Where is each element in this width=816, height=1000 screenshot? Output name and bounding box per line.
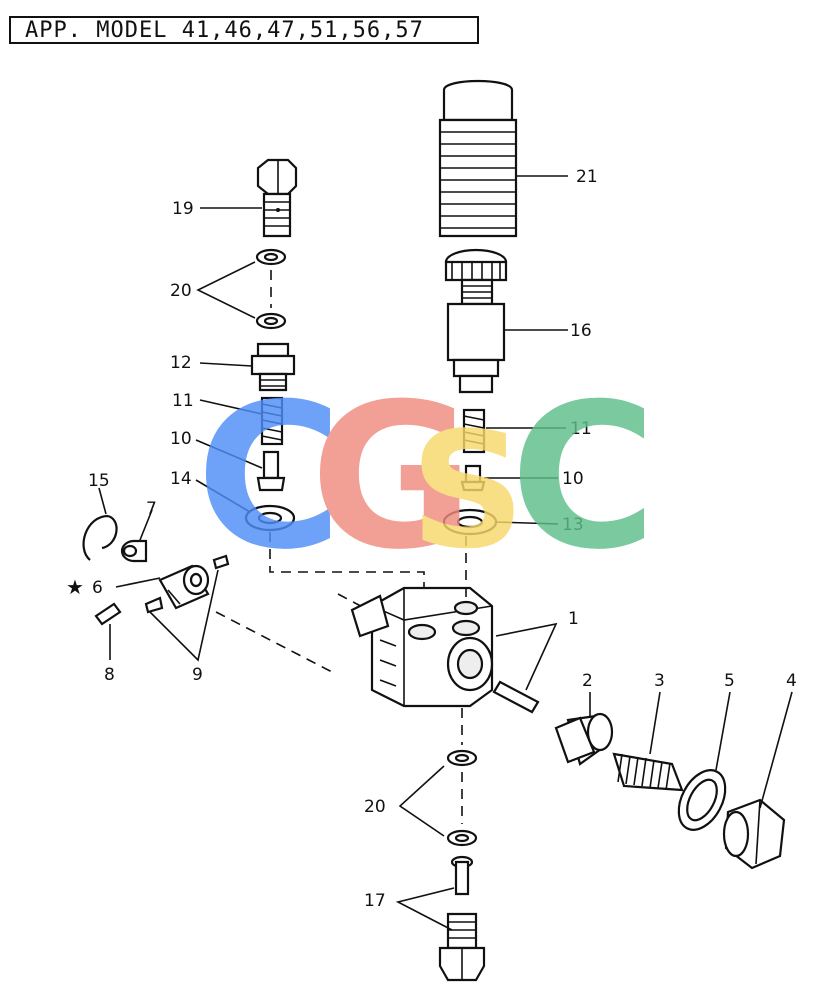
callout-21: 21	[576, 167, 598, 187]
callout-19: 19	[172, 199, 194, 219]
watermark-letter-g: G	[310, 361, 474, 594]
part-2-sleeve	[554, 712, 614, 766]
part-1-pin	[492, 680, 540, 714]
part-11-spring-left	[260, 396, 284, 446]
part-8-pin	[94, 602, 122, 626]
watermark-letter-c2: C	[510, 361, 657, 594]
star-mark: ★	[66, 575, 84, 599]
callout-14: 14	[170, 469, 192, 489]
part-15-circlip	[82, 514, 118, 561]
part-9-pin-a	[144, 596, 164, 614]
part-17-bleed-screw	[450, 855, 474, 896]
callout-20-upper: 20	[170, 281, 192, 301]
part-7-bushing	[120, 539, 148, 563]
part-10-valve-left	[256, 450, 286, 492]
part-6-lever	[158, 564, 210, 610]
part-17-bolt	[438, 912, 486, 982]
callout-12: 12	[170, 353, 192, 373]
callout-7: 7	[146, 499, 157, 519]
callout-6: 6	[92, 578, 103, 598]
app-model-text: APP. MODEL 41,46,47,51,56,57	[25, 18, 424, 43]
watermark: C G S C	[196, 361, 657, 594]
callout-11-left: 11	[172, 391, 194, 411]
callout-1: 1	[568, 609, 579, 629]
part-11-spring-right	[462, 408, 486, 454]
callout-10-right: 10	[562, 469, 584, 489]
callout-10-left: 10	[170, 429, 192, 449]
part-10-valve-right	[460, 464, 486, 492]
callout-8: 8	[104, 665, 115, 685]
watermark-letter-c1: C	[196, 361, 343, 594]
app-model-header: APP. MODEL 41,46,47,51,56,57	[9, 16, 479, 44]
part-19-banjo-bolt	[256, 158, 298, 238]
callout-16: 16	[570, 321, 592, 341]
part-9-pin-b	[212, 554, 230, 570]
callout-15: 15	[88, 471, 110, 491]
callout-20-lower: 20	[364, 797, 386, 817]
callout-3: 3	[654, 671, 665, 691]
callout-2: 2	[582, 671, 593, 691]
callout-4: 4	[786, 671, 797, 691]
callout-17: 17	[364, 891, 386, 911]
callout-13: 13	[562, 515, 584, 535]
part-1-pump-body	[350, 586, 494, 708]
watermark-letter-s: S	[410, 397, 525, 584]
part-21-cap	[438, 79, 518, 238]
part-16-nozzle-holder	[444, 248, 508, 394]
part-4-plug	[722, 798, 786, 870]
callout-5: 5	[724, 671, 735, 691]
part-12-fitting	[250, 342, 296, 392]
part-3-spring	[612, 752, 684, 792]
callout-11-right: 11	[570, 419, 592, 439]
callout-9: 9	[192, 665, 203, 685]
